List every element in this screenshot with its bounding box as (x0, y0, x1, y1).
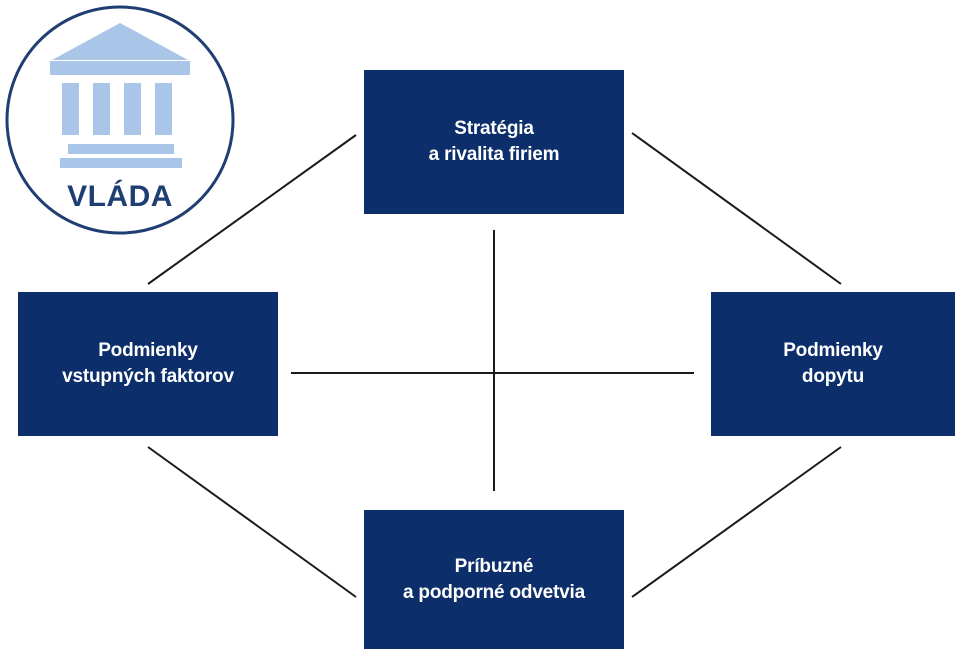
connector-top-right (631, 132, 842, 285)
box-factor-conditions-line-1: Podmienky (98, 340, 198, 362)
connector-top-left (147, 134, 357, 285)
connector-right-bottom (631, 446, 842, 598)
government-building-icon (5, 5, 235, 235)
government-label: VLÁDA (67, 180, 173, 213)
box-related-industries-line-2: a podporné odvetvia (402, 581, 585, 603)
box-strategy-rivalry-line-1: Stratégia (454, 118, 534, 140)
box-demand-conditions: Podmienky dopytu (711, 292, 955, 436)
government-badge: VLÁDA (4, 4, 236, 236)
box-related-industries-line-1: Príbuzné (454, 555, 534, 577)
box-factor-conditions-line-2: vstupných faktorov (62, 366, 234, 387)
box-demand-conditions-line-2: dopytu (801, 366, 865, 387)
box-strategy-rivalry: Stratégia a rivalita firiem (364, 70, 624, 214)
box-strategy-rivalry-line-2: a rivalita firiem (428, 144, 560, 165)
box-demand-conditions-line-1: Podmienky (783, 340, 883, 362)
box-factor-conditions: Podmienky vstupných faktorov (18, 292, 278, 436)
connector-left-bottom (147, 446, 357, 598)
box-related-industries: Príbuzné a podporné odvetvia (364, 510, 624, 649)
